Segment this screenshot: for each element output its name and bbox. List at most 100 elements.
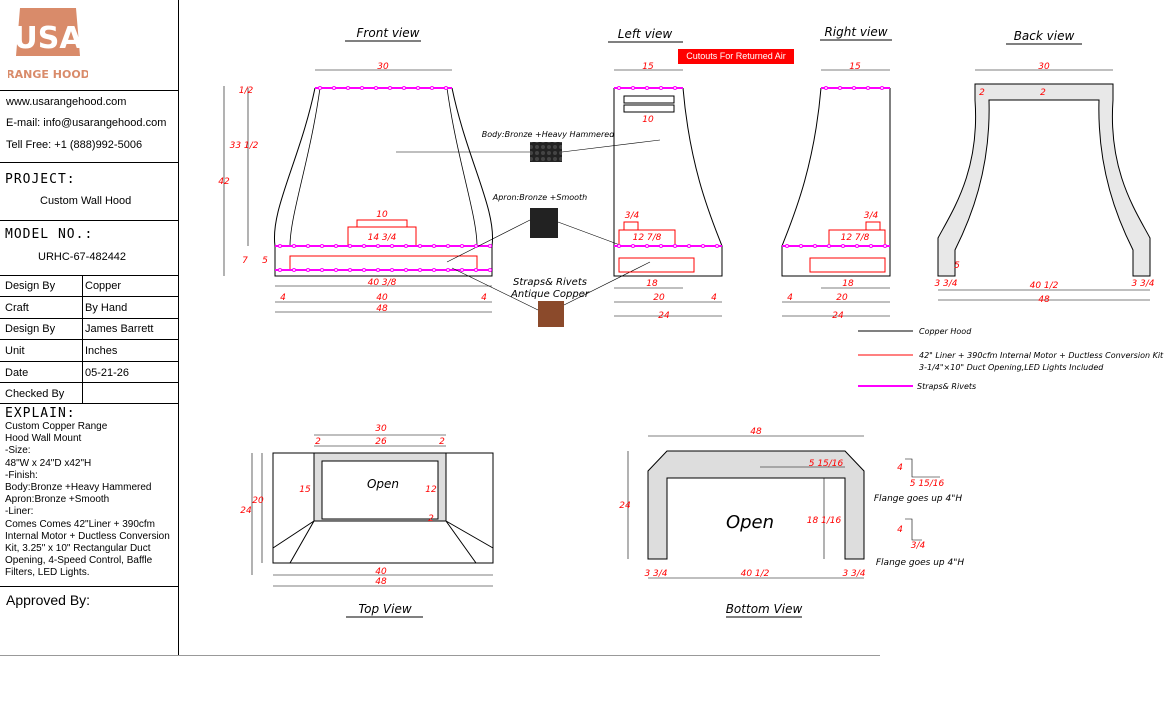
legend-hood: Copper Hood (919, 327, 972, 336)
rivet-dot (374, 86, 378, 90)
model-value: URHC-67-482442 (38, 251, 127, 263)
dim-label: 30 (377, 62, 389, 72)
rivet-dot (659, 86, 663, 90)
rivet-dot (852, 86, 856, 90)
rivet-dot (320, 244, 324, 248)
dim-label: 10 (376, 210, 388, 220)
rivet-dot (332, 86, 336, 90)
explain-line: -Liner: (5, 506, 34, 518)
body-swatch (530, 142, 562, 162)
view-titles: Front view Left view Right view Back vie… (345, 25, 1082, 618)
dim-label: 4 (787, 293, 793, 303)
rivet-dot (292, 268, 296, 272)
rivet-dot (404, 268, 408, 272)
rivet-dot (348, 268, 352, 272)
rivet-dot (617, 86, 621, 90)
rivet-dot (460, 268, 464, 272)
back-dimensions: 30 2 2 5 3 3/4 40 1/2 3 3/4 48 (934, 62, 1154, 305)
top-view-title: Top View (358, 602, 412, 616)
dim-label: 40 (376, 293, 388, 303)
rivet-dot (430, 86, 434, 90)
rivet-dot (799, 244, 803, 248)
detail-label: Design By (5, 323, 56, 335)
detail-label: Craft (5, 302, 29, 314)
rivet-dot (827, 244, 831, 248)
legend-straps: Straps& Rivets (917, 382, 976, 391)
rivet-dot (673, 244, 677, 248)
dim-label: 18 (646, 279, 658, 289)
dim-label: 40 (375, 567, 387, 577)
rivet-dot (838, 86, 842, 90)
legend-liner-2: 3-1/4"×10" Duct Opening,LED Lights Inclu… (919, 363, 1104, 372)
rivet-dot (488, 268, 492, 272)
bottom-view (647, 450, 865, 560)
dim-label: 24 (619, 501, 631, 511)
phone-text: Tell Free: +1 (888)992-5006 (6, 139, 143, 151)
front-dimensions: 30 1/2 33 1/2 42 7 5 10 14 3/4 40 3/8 4 … (218, 62, 492, 314)
cutouts-callout: Cutouts For Returned Air (678, 49, 794, 64)
dim-label: 20 (252, 496, 264, 506)
rivet-dot (362, 268, 366, 272)
straps-label-2: Antique Copper (510, 289, 590, 300)
rivet-dot (824, 86, 828, 90)
rivet-dot (432, 244, 436, 248)
rivet-dot (645, 86, 649, 90)
rivet-dot (645, 244, 649, 248)
dim-label: 20 (836, 293, 848, 303)
dim-label: 1/2 (239, 86, 254, 96)
left-view (613, 87, 723, 277)
rivet-dot (715, 244, 719, 248)
dim-label: 48 (1038, 295, 1050, 305)
rivet-dot (444, 86, 448, 90)
right-dimensions: 15 3/4 12 7/8 18 4 20 24 (782, 62, 890, 321)
right-view-title: Right view (824, 25, 887, 39)
website-link[interactable]: www.usarangehood.com (6, 96, 127, 108)
dim-label: 4 (897, 525, 903, 535)
dim-label: 5 (954, 261, 960, 271)
dim-label: 18 1/16 (807, 516, 842, 526)
dim-label: 3 3/4 (1131, 279, 1154, 289)
explain-line: Kit, 3.25" x 10" Rectangular Duct (5, 543, 151, 555)
rivet-dot (390, 244, 394, 248)
dim-label: 10 (642, 115, 654, 125)
detail-value: 05-21-26 (85, 367, 130, 379)
dim-label: 30 (1038, 62, 1050, 72)
rivet-dot (855, 244, 859, 248)
flange-note-a: Flange goes up 4"H (874, 494, 962, 504)
rivet-dot (418, 244, 422, 248)
dim-label: 3/4 (864, 211, 879, 221)
explain-label: EXPLAIN: (5, 406, 76, 421)
project-value: Custom Wall Hood (40, 195, 132, 207)
logo-sub: RANGE HOOD (8, 68, 88, 81)
rivet-dot (348, 244, 352, 248)
dim-label: 2 (979, 88, 985, 98)
dim-label: 24 (240, 506, 252, 516)
rivet-dot (292, 244, 296, 248)
dim-label: 7 (242, 256, 248, 266)
front-view-title: Front view (357, 26, 420, 40)
dim-label: 3 3/4 (644, 569, 667, 579)
rivet-dot (883, 244, 887, 248)
dim-label: 24 (832, 311, 844, 321)
email-link[interactable]: E-mail: info@usarangehood.com (6, 117, 167, 129)
rivet-dot (631, 244, 635, 248)
rivet-dot (418, 268, 422, 272)
rivet-dot (631, 86, 635, 90)
dim-label: 5 15/16 (910, 479, 945, 489)
dim-label: 42 (218, 177, 230, 187)
dim-label: 4 (897, 463, 903, 473)
rivet-dot (416, 86, 420, 90)
rivet-dot (673, 86, 677, 90)
rivet-dot (278, 244, 282, 248)
rivet-dot (617, 244, 621, 248)
rivet-dot (474, 244, 478, 248)
explain-line: -Size: (5, 445, 31, 457)
dim-label: 4 (711, 293, 717, 303)
dim-label: 2 (428, 514, 434, 524)
dim-label: 40 1/2 (741, 569, 770, 579)
rivet-dot (334, 244, 338, 248)
rivet-dot (390, 268, 394, 272)
rivet-dot (460, 244, 464, 248)
rivet-dot (318, 86, 322, 90)
dim-label: 30 (375, 424, 387, 434)
